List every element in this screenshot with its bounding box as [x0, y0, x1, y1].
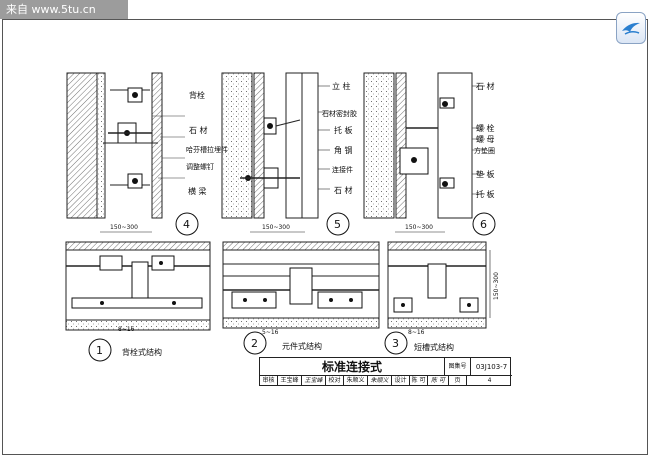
label-bracket-5: 托 板	[334, 125, 353, 135]
dim-d6: 150~300	[405, 224, 433, 231]
detail-number-2: 2	[251, 337, 258, 350]
reviewer-signature: 王宝峰	[302, 376, 326, 386]
detail-number-3: 3	[392, 337, 399, 350]
detail-number-1: 1	[96, 344, 103, 357]
design-label: 设计	[392, 376, 410, 386]
title-block: 标准连接式 图集号 03J103-7 审核 王宝峰 王宝峰 校对 朱顺义 朱顺义…	[259, 357, 512, 386]
dim-s1: 8~16	[118, 326, 135, 333]
designer-name: 陈 可	[410, 376, 428, 386]
signature-row: 审核 王宝峰 王宝峰 校对 朱顺义 朱顺义 设计 陈 可 陈 可 页 4	[260, 376, 512, 386]
check-label: 校对	[326, 376, 344, 386]
label-bracket-6: 托 板	[476, 189, 495, 199]
dim-s2: 5~16	[262, 329, 279, 336]
label-backing-plate: 垫 板	[476, 169, 495, 179]
label-angle-steel: 角 钢	[334, 145, 353, 155]
designer-signature: 陈 可	[428, 376, 449, 386]
caption-component: 元件式结构	[282, 341, 322, 351]
detail-number-4: 4	[183, 218, 190, 231]
drawing-title: 标准连接式	[260, 358, 445, 376]
label-sealant: 石材密封胶	[322, 109, 357, 118]
label-halfen-channel: 哈芬槽拉埋件	[186, 145, 228, 154]
page-label: 页	[449, 376, 467, 386]
dim-d4: 150~300	[110, 224, 138, 231]
corner-app-logo[interactable]	[616, 12, 646, 44]
label-crossbeam: 横 梁	[188, 186, 207, 196]
atlas-label: 图集号	[445, 358, 471, 376]
section-1	[65, 241, 211, 362]
section-2	[222, 241, 380, 355]
detail-number-6: 6	[480, 218, 487, 231]
detail-6	[363, 72, 496, 236]
detail-4	[66, 72, 199, 236]
page-number: 4	[487, 377, 492, 384]
label-back-bolt: 背栓	[189, 90, 205, 100]
label-square-washer: 方垫圈	[474, 146, 495, 155]
detail-5	[221, 72, 350, 236]
caption-short-slot: 短槽式结构	[414, 342, 454, 352]
watermark-banner: 来自 www.5tu.cn	[0, 0, 128, 19]
caption-back-bolt: 背栓式结构	[122, 347, 162, 357]
swallow-icon	[622, 22, 640, 35]
section-3	[384, 241, 491, 355]
label-connector: 连接件	[332, 165, 353, 174]
reviewer-name: 王宝峰	[278, 376, 302, 386]
atlas-number: 03J103-7	[471, 358, 512, 376]
label-column: 立 柱	[332, 81, 351, 91]
label-adjust-screw: 调整螺钉	[186, 162, 214, 171]
detail-number-5: 5	[334, 218, 341, 231]
label-stone-4: 石 材	[189, 125, 208, 135]
checker-name: 朱顺义	[344, 376, 368, 386]
label-nut: 螺 母	[476, 134, 495, 144]
review-label: 审核	[260, 376, 278, 386]
label-stone-6: 石 材	[476, 81, 495, 91]
drawing-frame	[2, 19, 648, 455]
dim-d5: 150~300	[262, 224, 290, 231]
dim-d6-vertical: 150~300	[493, 272, 500, 300]
dim-s3: 8~16	[408, 329, 425, 336]
checker-signature: 朱顺义	[368, 376, 392, 386]
label-stone-5: 石 材	[334, 185, 353, 195]
label-bolt: 螺 栓	[476, 123, 495, 133]
